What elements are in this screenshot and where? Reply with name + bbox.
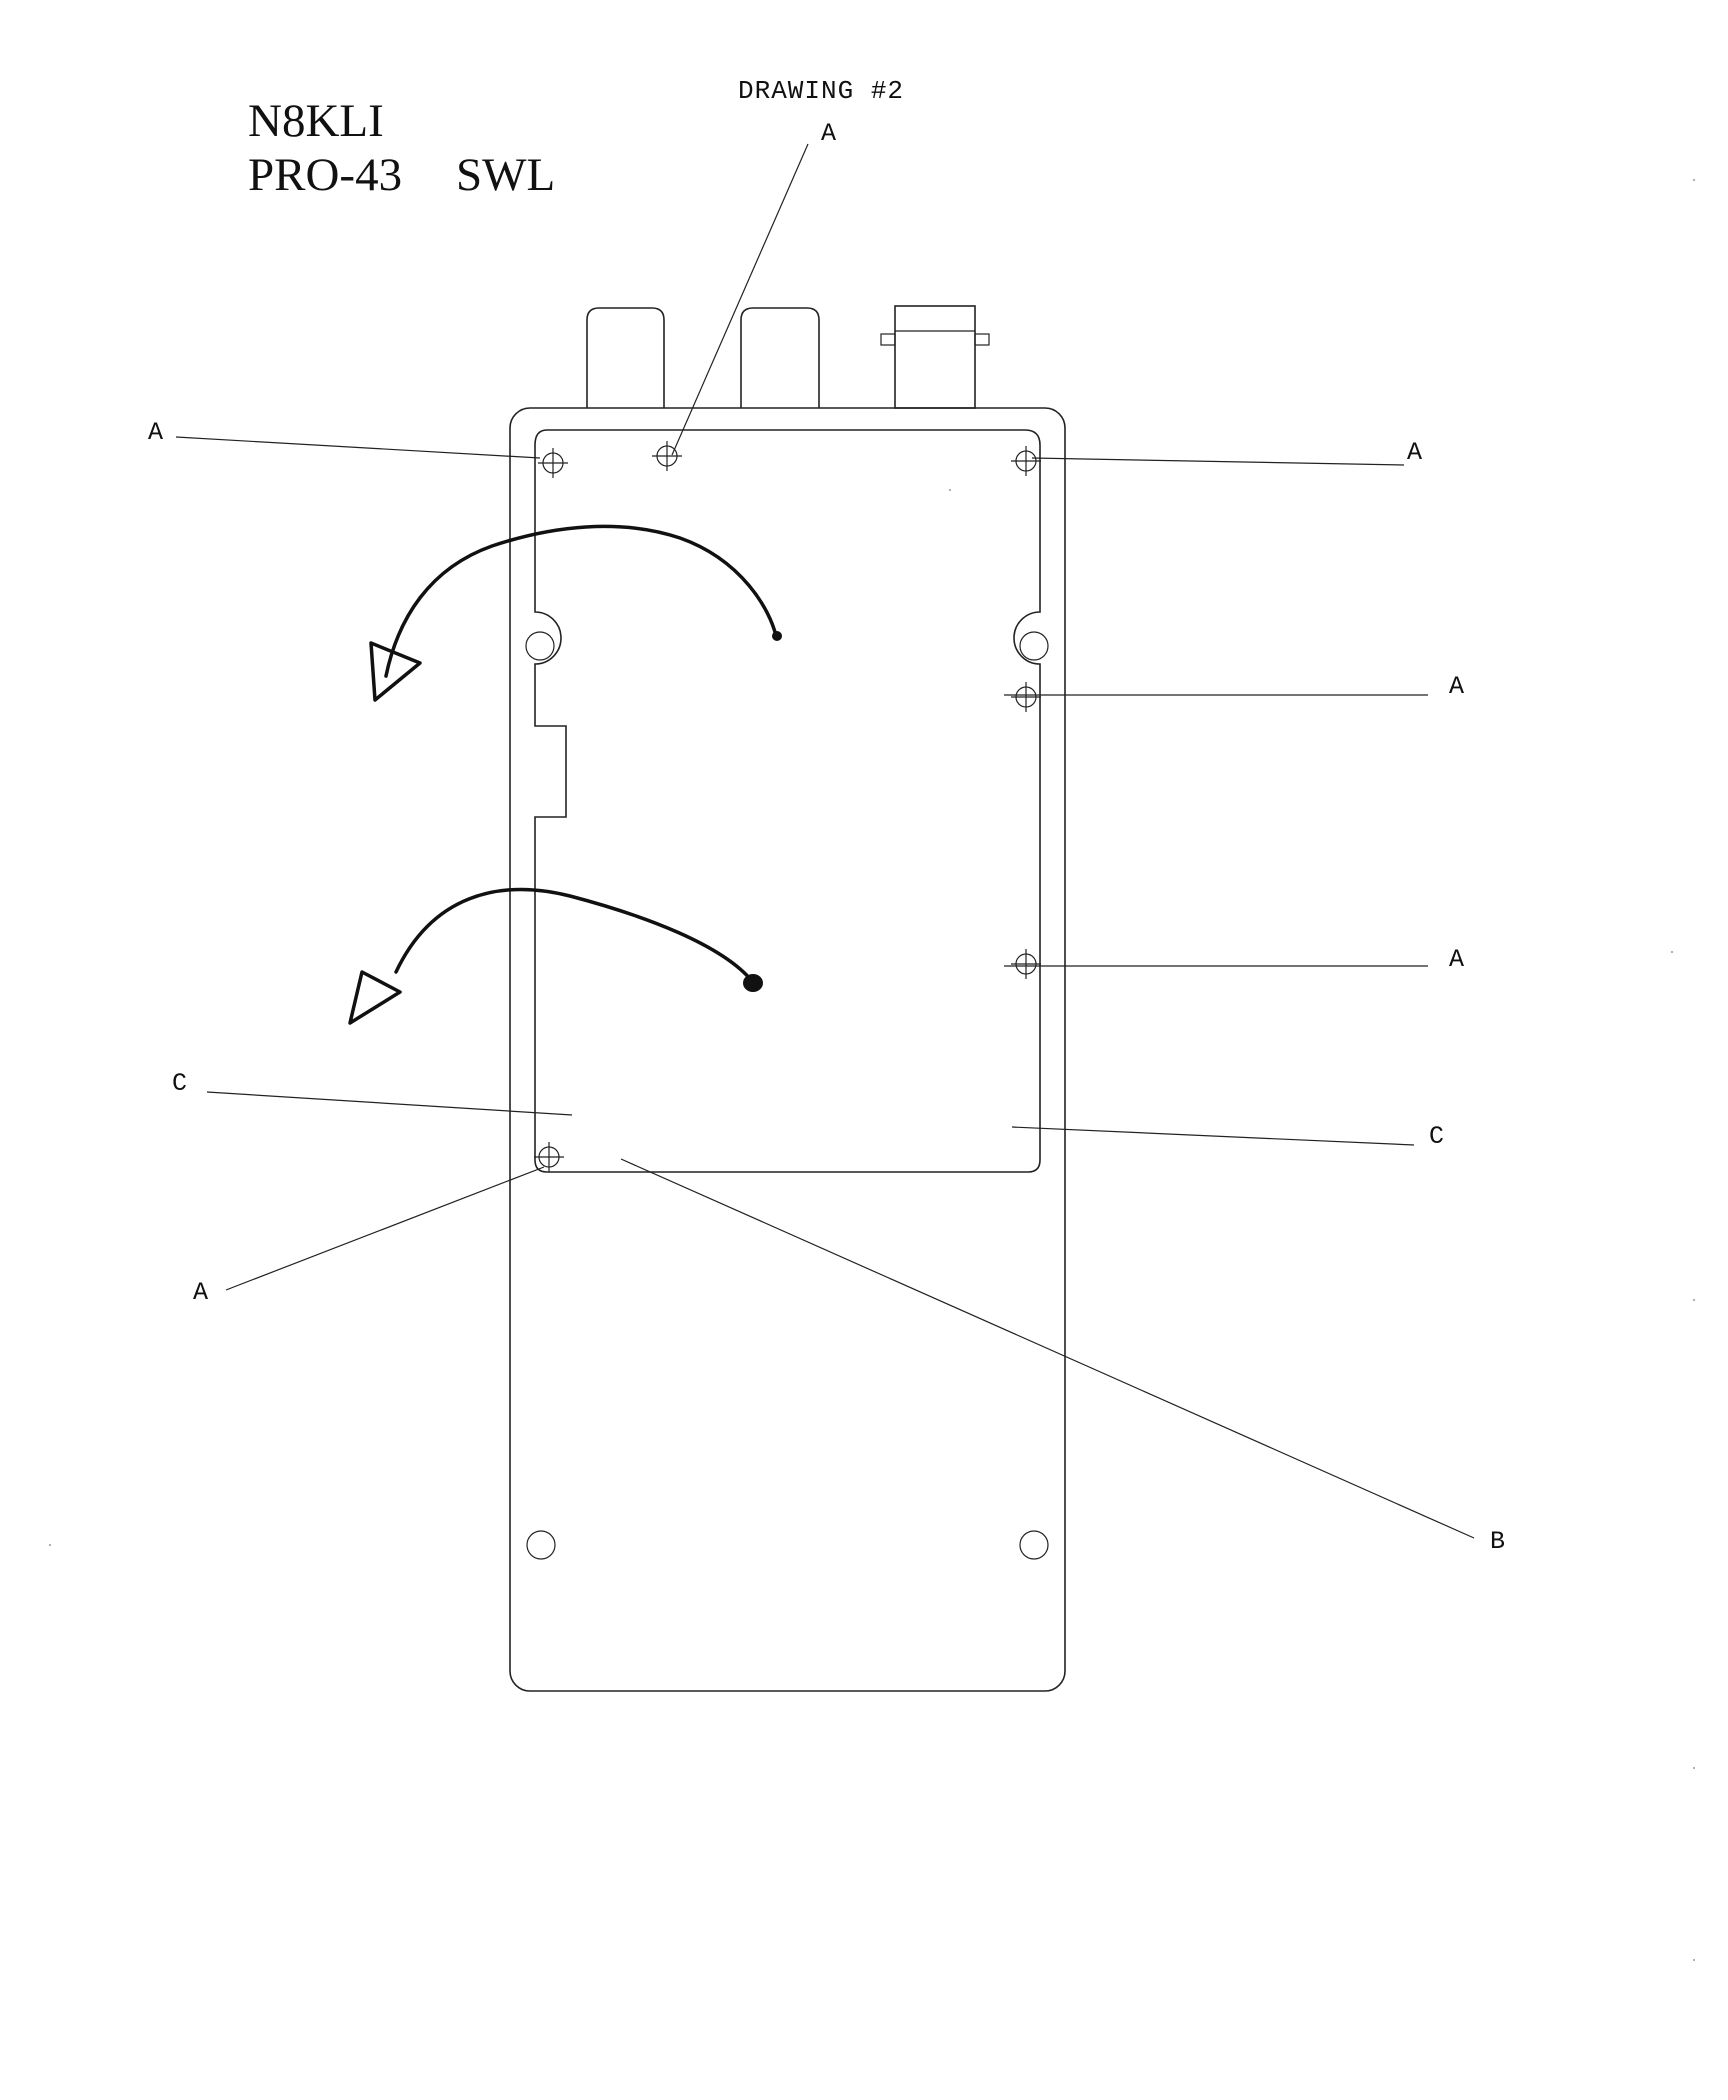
hand-arrow-lower-dot	[743, 974, 763, 992]
connector-bnc-pin-right	[974, 333, 990, 346]
screw-right-low	[1011, 949, 1041, 979]
speck-4	[1693, 1299, 1695, 1301]
connector-bnc	[894, 305, 976, 409]
callout-c-right: C	[1429, 1122, 1444, 1151]
speck-7	[49, 1544, 51, 1546]
leader-a-top	[671, 143, 809, 456]
leader-b-bottom	[620, 1158, 1475, 1539]
radio-housing-outline	[509, 407, 1066, 1692]
top-connectors	[586, 305, 990, 409]
housing-hole-right-lower	[1019, 1530, 1049, 1560]
housing-hole-left-lower	[526, 1530, 556, 1560]
speck-3	[1671, 951, 1673, 953]
inner-panel-outline	[534, 429, 1041, 1173]
speck-6	[1693, 1959, 1695, 1961]
leader-a-left-top	[175, 436, 541, 459]
hand-arrow-upper-dot	[772, 631, 782, 641]
housing-hole-left-upper	[525, 631, 555, 661]
callout-a-right-top: A	[1407, 438, 1422, 467]
screw-bottom-left	[534, 1142, 564, 1172]
speck-5	[1693, 1767, 1695, 1769]
leader-a-left-bottom	[225, 1166, 545, 1291]
drawing-number-label: DRAWING #2	[738, 76, 904, 106]
leader-c-left	[206, 1091, 573, 1116]
callout-c-left: C	[172, 1069, 187, 1098]
speck-2	[949, 489, 951, 491]
speck-1	[1693, 179, 1695, 181]
connector-bnc-pin-left	[880, 333, 896, 346]
screw-top-inner	[652, 441, 682, 471]
callout-a-right-low: A	[1449, 945, 1464, 974]
connector-left	[586, 307, 665, 408]
screw-right-mid	[1011, 682, 1041, 712]
title-callsign: N8KLI	[248, 95, 384, 147]
housing-hole-right-upper	[1019, 631, 1049, 661]
callout-b-bottom: B	[1490, 1527, 1505, 1556]
title-model: PRO-43	[248, 149, 402, 201]
leader-c-right	[1011, 1126, 1415, 1146]
hand-arrow-upper	[369, 524, 782, 702]
callout-a-left-bottom: A	[193, 1278, 208, 1307]
screw-top-right	[1011, 446, 1041, 476]
connector-middle	[740, 307, 820, 408]
hand-arrow-lower	[348, 887, 763, 1025]
screw-top-left	[538, 448, 568, 478]
title-type: SWL	[456, 149, 555, 201]
callout-a-right-mid: A	[1449, 672, 1464, 701]
callout-a-left-top: A	[148, 418, 163, 447]
callout-a-top: A	[821, 119, 836, 148]
leader-a-right-top	[1031, 457, 1405, 466]
